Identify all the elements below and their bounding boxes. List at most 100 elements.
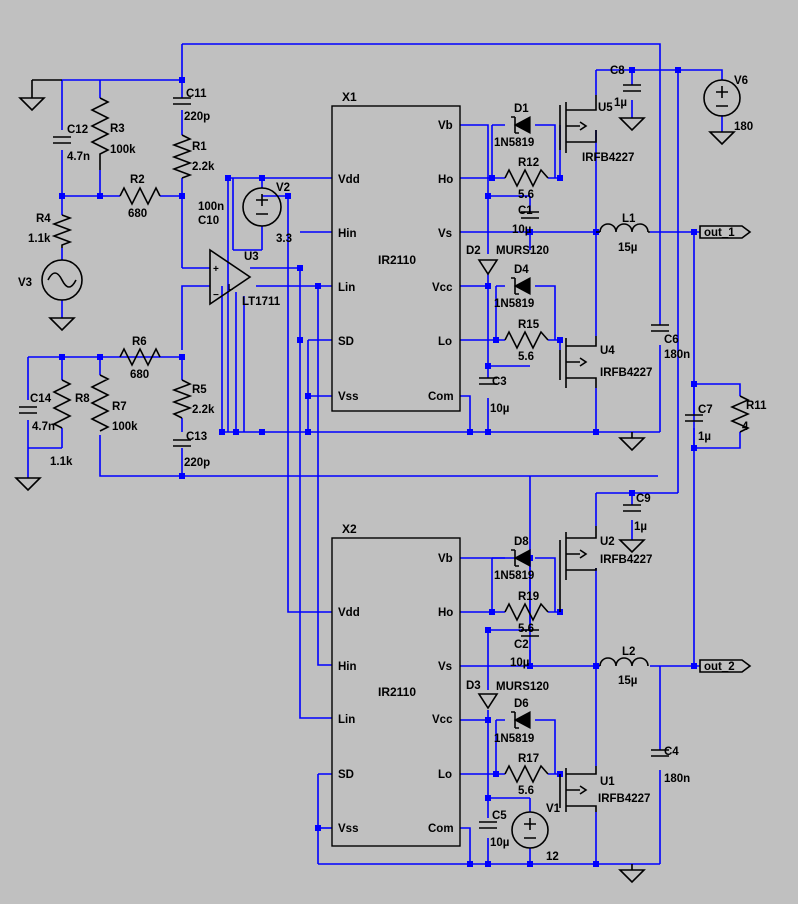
component-label: 2.2k <box>192 161 215 173</box>
component-label: out_2 <box>704 661 735 673</box>
diode-d2 <box>477 259 499 276</box>
resistor-r1 <box>171 134 193 179</box>
component-label: 1N5819 <box>494 298 534 310</box>
component-label: V2 <box>276 182 290 194</box>
inductor-l1 <box>596 223 650 233</box>
component-label: Vb <box>438 553 453 565</box>
component-label: 100k <box>112 421 138 433</box>
ic-x2: X2 IR2110 Vdd Hin Lin SD Vss Vb Ho Vs Vc… <box>331 522 461 847</box>
component-label: C5 <box>492 810 507 822</box>
component-label: SD <box>338 336 354 348</box>
component-label: R4 <box>36 213 51 225</box>
voltage-source-v1 <box>511 811 549 849</box>
capacitor-c14 <box>19 406 37 414</box>
resistors: R3 100k R1 2.2k R2 680 R4 1.1k R6 680 R8… <box>28 97 767 797</box>
component-label: 1µ <box>614 97 627 109</box>
component-label: 5.6 <box>518 189 534 201</box>
wires <box>27 43 741 865</box>
port-out2 <box>699 659 752 673</box>
capacitor-c5 <box>479 821 497 829</box>
component-label: R7 <box>112 401 127 413</box>
ground-icon <box>48 317 76 332</box>
capacitor-c3 <box>479 377 497 385</box>
component-label: − <box>213 290 219 301</box>
component-label: 680 <box>128 208 147 220</box>
component-label: 5.6 <box>518 351 534 363</box>
component-label: R5 <box>192 384 207 396</box>
component-label: D3 <box>466 680 481 692</box>
capacitor-c8 <box>623 84 641 92</box>
component-label: 180n <box>664 773 690 785</box>
resistor-r2 <box>119 186 161 206</box>
diode-d8 <box>511 549 531 567</box>
component-label: U2 <box>600 536 615 548</box>
component-label: 10µ <box>512 224 531 236</box>
component-label: L2 <box>622 646 635 658</box>
component-label: X1 <box>342 90 357 104</box>
component-label: Vb <box>438 120 453 132</box>
diode-d6 <box>511 711 531 729</box>
port-out1 <box>699 225 752 239</box>
component-label: Hin <box>338 661 357 673</box>
component-label: 220p <box>184 457 210 469</box>
resistor-r7 <box>90 374 110 432</box>
component-label: IRFB4227 <box>598 793 650 805</box>
component-label: 1µ <box>698 431 711 443</box>
diode-d3 <box>477 693 499 710</box>
component-label: 4.7n <box>67 151 90 163</box>
capacitor-c4 <box>651 749 669 757</box>
mosfets: U5 IRFB4227 U4 IRFB4227 U2 IRFB4227 U1 I… <box>559 95 652 812</box>
component-label: 5.6 <box>518 623 534 635</box>
mosfet-u2 <box>559 526 597 612</box>
component-label: 4.7n <box>32 421 55 433</box>
component-label: D6 <box>514 698 529 710</box>
component-label: R1 <box>192 141 207 153</box>
component-label: 680 <box>130 369 149 381</box>
component-label: U4 <box>600 345 615 357</box>
voltage-source-v2 <box>242 187 282 227</box>
component-label: Vdd <box>338 607 360 619</box>
component-label: 10µ <box>510 657 529 669</box>
component-label: C11 <box>186 88 207 100</box>
component-label: V1 <box>546 803 561 815</box>
component-label: Ho <box>438 174 453 186</box>
component-label: Vss <box>338 823 358 835</box>
inductor-l2 <box>599 657 649 667</box>
ground-symbols <box>14 79 736 884</box>
component-label: V3 <box>18 277 32 289</box>
ground-icon <box>708 131 736 146</box>
ground-icon <box>14 477 42 492</box>
component-label: R6 <box>132 336 147 348</box>
component-label: IRFB4227 <box>600 367 652 379</box>
component-label: V6 <box>734 75 748 87</box>
ground-icon <box>618 117 646 132</box>
component-label: 3.3 <box>276 233 292 245</box>
diodes: D1 1N5819 D4 1N5819 D8 1N5819 D6 1N5819 … <box>466 103 549 745</box>
capacitor-c9 <box>623 504 641 512</box>
component-label: IR2110 <box>378 685 416 699</box>
component-label: SD <box>338 769 354 781</box>
component-label: Lin <box>338 282 355 294</box>
component-label: D2 <box>466 245 481 257</box>
component-label: Lo <box>438 769 452 781</box>
component-label: + <box>213 264 219 275</box>
component-label: X2 <box>342 522 357 536</box>
ground-icon <box>618 432 646 452</box>
mosfet-u1 <box>559 766 597 812</box>
component-label: D1 <box>514 103 529 115</box>
mosfet-u5 <box>559 95 597 153</box>
component-label: 1.1k <box>28 233 51 245</box>
component-label: MURS120 <box>496 245 549 257</box>
diode-d1 <box>511 116 531 134</box>
component-label: Vss <box>338 391 358 403</box>
component-label: Vcc <box>432 714 453 726</box>
component-label: 15µ <box>618 675 637 687</box>
voltage-source-v6 <box>703 79 741 117</box>
resistor-r12 <box>504 168 549 188</box>
component-label: 180n <box>664 349 690 361</box>
component-label: Lo <box>438 336 452 348</box>
ground-icon <box>18 80 46 112</box>
capacitor-c7 <box>685 414 703 422</box>
component-label: 15µ <box>618 242 637 254</box>
sine-source-v3 <box>41 259 83 301</box>
